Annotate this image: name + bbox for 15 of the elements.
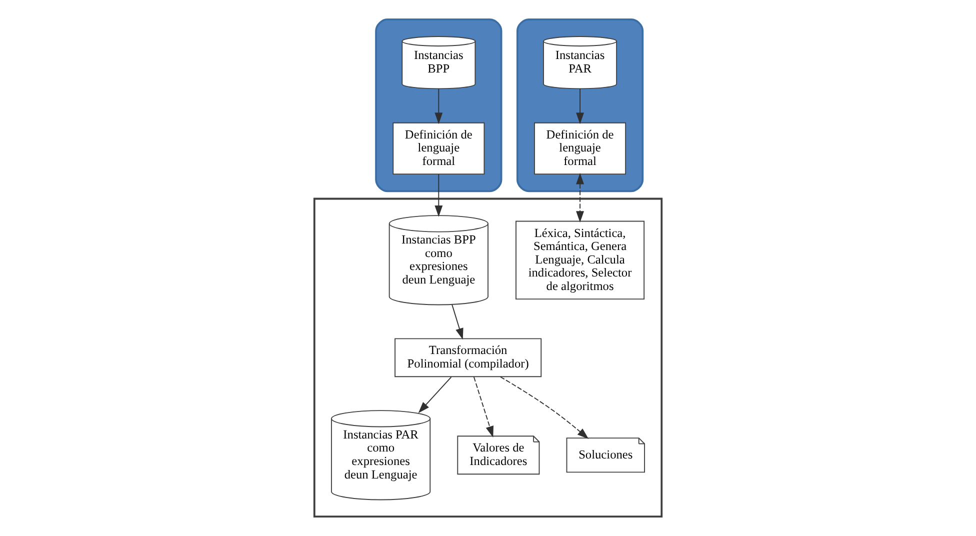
- arrow: [418, 376, 452, 414]
- arrow: [434, 88, 443, 124]
- arrow: [473, 376, 494, 438]
- node-box: Definición de lenguaje formal: [534, 122, 626, 175]
- arrow: [500, 376, 589, 439]
- arrow: [576, 172, 584, 222]
- cluster: [516, 18, 644, 192]
- arrow: [452, 304, 464, 340]
- node-box: Léxica, Sintáctica, Semántica, Genera Lenguaje, Calcula indicadores, Selector de algoritmos: [516, 220, 645, 300]
- cluster: [375, 18, 502, 192]
- node-box: Transformación Polinomial (compilador): [394, 338, 542, 378]
- arrow: [576, 88, 584, 124]
- arrow: [434, 174, 443, 217]
- cluster: [313, 198, 663, 518]
- node-box: Definición de lenguaje formal: [392, 122, 485, 175]
